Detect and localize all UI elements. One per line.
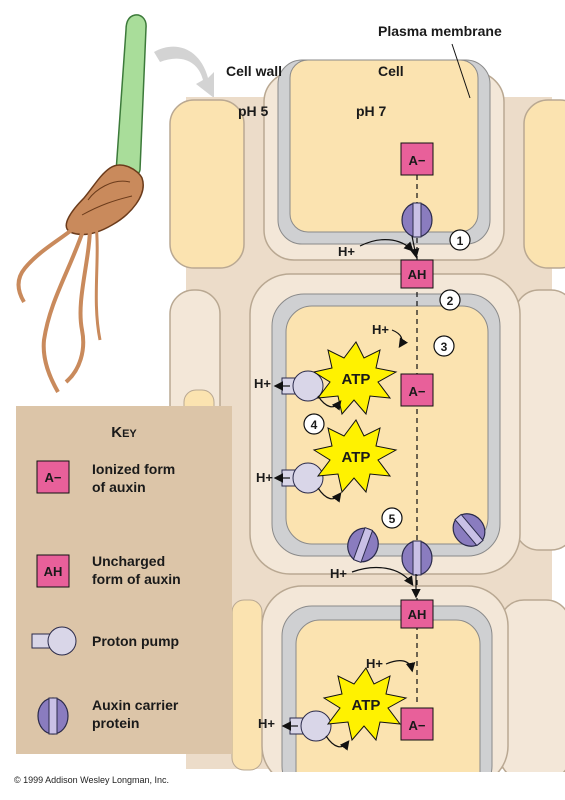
- svg-text:A−: A−: [45, 470, 62, 485]
- svg-text:3: 3: [441, 340, 448, 354]
- svg-text:5: 5: [389, 512, 396, 526]
- proton-label: H+: [366, 656, 383, 671]
- key-ionized-line2: of auxin: [92, 479, 146, 495]
- plasma-membrane-pointer: [451, 43, 471, 99]
- auxin-carrier-protein: [401, 540, 433, 576]
- zoom-arrow: [154, 46, 214, 98]
- key-uncharged-symbol: AH: [36, 554, 70, 588]
- key-auxin-carrier-text: Auxin carrier protein: [92, 696, 178, 732]
- ionized-auxin-box: A−: [400, 142, 434, 176]
- key-panel: Key A− Ionized form of auxin AH Uncharge…: [16, 406, 232, 754]
- key-ionized-text: Ionized form of auxin: [92, 460, 175, 496]
- atp-burst: ATP: [322, 667, 408, 742]
- ionized-auxin-box: A−: [400, 707, 434, 741]
- uncharged-auxin-box: AH: [400, 599, 434, 629]
- cell-wall-label: Cell wall: [226, 63, 282, 79]
- flow-arrows: [273, 235, 421, 751]
- ph-wall-label: pH 5: [238, 103, 269, 119]
- proton-label: H+: [338, 244, 355, 259]
- proton-pump: [289, 710, 332, 742]
- atp-burst: ATP: [312, 419, 398, 494]
- step-4: 4: [303, 413, 325, 435]
- key-proton-pump-text: Proton pump: [92, 632, 179, 650]
- auxin-carrier-protein: [347, 527, 379, 563]
- step-5: 5: [381, 507, 403, 529]
- svg-text:ATP: ATP: [352, 697, 381, 714]
- svg-text:1: 1: [457, 234, 464, 248]
- key-ionized-line1: Ionized form: [92, 461, 176, 477]
- cell-label: Cell: [378, 63, 404, 79]
- proton-label: H+: [256, 470, 273, 485]
- proton-pump: [281, 370, 324, 402]
- auxin-carrier-protein: [452, 513, 486, 547]
- svg-text:AH: AH: [408, 267, 427, 282]
- key-uncharged-line2: form of auxin: [92, 571, 181, 587]
- svg-text:ATP: ATP: [342, 371, 371, 388]
- key-auxin-carrier-line1: Auxin carrier: [92, 697, 179, 713]
- svg-text:2: 2: [447, 294, 454, 308]
- atp-burst: ATP: [312, 341, 398, 416]
- svg-text:A−: A−: [409, 718, 426, 733]
- proton-label: H+: [372, 322, 389, 337]
- svg-text:AH: AH: [44, 564, 63, 579]
- svg-text:AH: AH: [408, 607, 427, 622]
- key-ionized-symbol: A−: [36, 460, 70, 494]
- step-3: 3: [433, 335, 455, 357]
- ph-cell-label: pH 7: [356, 103, 387, 119]
- step-1: 1: [449, 229, 471, 251]
- proton-pump-icon: [31, 626, 77, 656]
- key-uncharged-text: Uncharged form of auxin: [92, 552, 181, 588]
- svg-text:ATP: ATP: [342, 449, 371, 466]
- seedling-illustration: [16, 14, 147, 393]
- key-auxin-carrier-line2: protein: [92, 715, 140, 731]
- svg-text:4: 4: [311, 418, 318, 432]
- svg-text:A−: A−: [409, 384, 426, 399]
- auxin-carrier-protein: [401, 202, 433, 238]
- plasma-membrane-label: Plasma membrane: [378, 23, 502, 39]
- key-title: Key: [111, 424, 137, 441]
- key-uncharged-line1: Uncharged: [92, 553, 166, 569]
- proton-label: H+: [254, 376, 271, 391]
- uncharged-auxin-box: AH: [400, 259, 434, 289]
- proton-label: H+: [330, 566, 347, 581]
- key-proton-pump-line1: Proton pump: [92, 633, 180, 649]
- ionized-auxin-box: A−: [400, 373, 434, 407]
- step-2: 2: [439, 289, 461, 311]
- proton-label: H+: [258, 716, 275, 731]
- copyright-notice: © 1999 Addison Wesley Longman, Inc.: [14, 775, 170, 785]
- auxin-carrier-icon: [37, 697, 69, 735]
- svg-text:A−: A−: [409, 153, 426, 168]
